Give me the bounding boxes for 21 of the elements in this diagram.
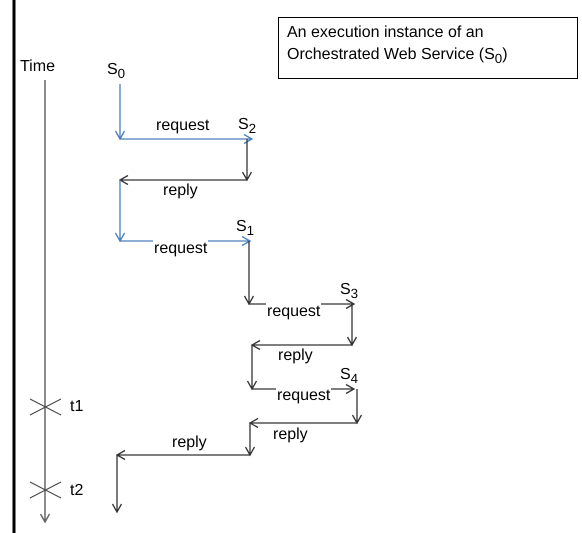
edge-label: reply <box>162 182 199 200</box>
axis-label: Time <box>20 58 55 76</box>
caption-box: An execution instance of an Orchestrated Web Service (S$_{0}$) <box>278 17 578 79</box>
message-arrow <box>118 138 252 186</box>
edge-label: request <box>276 387 332 405</box>
time-label: t2 <box>70 482 84 500</box>
message-arrow <box>114 83 254 144</box>
service-label: S$_{1}$ <box>235 218 256 240</box>
service-label: S$_{3}$ <box>339 281 360 304</box>
service-label: S$_{2}$ <box>237 116 258 138</box>
message-arrow <box>250 303 358 350</box>
edge-label: request <box>266 303 322 321</box>
service-label: S$_{0}$ <box>106 61 126 84</box>
service-label: S$_{4}$ <box>339 366 360 388</box>
time-label: t1 <box>70 398 84 416</box>
edge-label: request <box>153 240 208 258</box>
message-label: reply <box>172 434 207 452</box>
message-arrow <box>112 388 362 514</box>
edge-label: request <box>155 117 210 135</box>
edge-label: reply <box>272 426 309 444</box>
edge-label: reply <box>277 347 314 365</box>
